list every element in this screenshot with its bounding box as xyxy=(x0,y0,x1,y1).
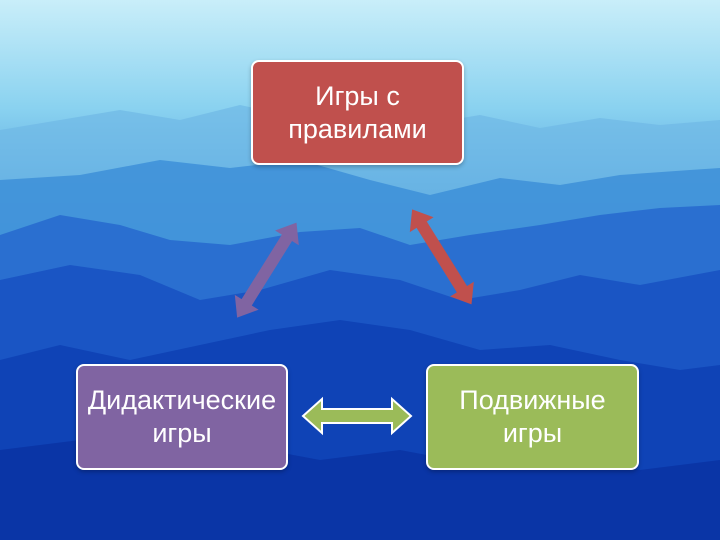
node-didactic-games: Дидактичес­кие игры xyxy=(76,364,288,470)
node-didactic-label: Дидактичес­кие игры xyxy=(87,385,277,448)
node-rules-games: Игры с правилами xyxy=(251,60,464,165)
node-mobile-games: Подвижные игры xyxy=(426,364,639,470)
node-rules-label: Игры с правилами xyxy=(288,80,427,144)
node-mobile-label: Подвижные игры xyxy=(459,385,606,448)
